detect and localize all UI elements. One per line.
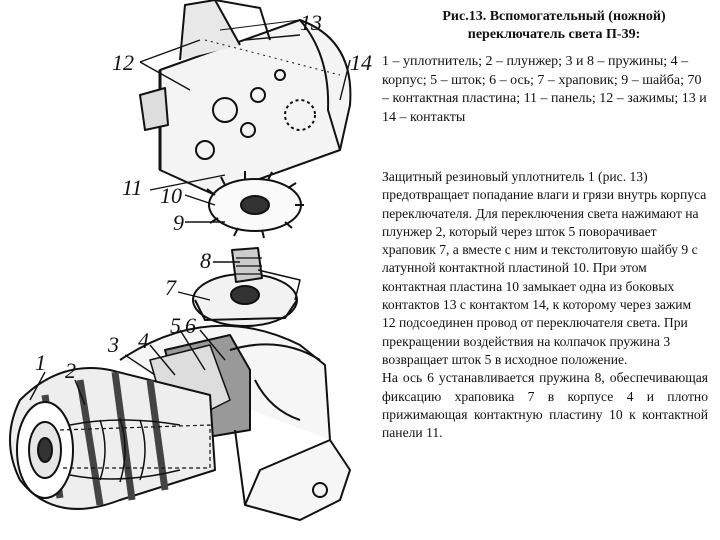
callout-2: 2	[65, 358, 76, 383]
callout-1: 1	[35, 350, 46, 375]
callout-9: 9	[173, 210, 184, 235]
figure-caption: Рис.13. Вспомогательный (ножной) переклю…	[396, 8, 712, 44]
contact-panel-drawing	[139, 0, 352, 196]
callout-8: 8	[200, 248, 211, 273]
plunger-drawing	[9, 367, 216, 510]
callout-7: 7	[165, 275, 177, 300]
callout-14: 14	[350, 50, 372, 75]
ratchet-drawing	[192, 247, 301, 327]
callout-12: 12	[112, 50, 134, 75]
paragraph-2: На ось 6 устанавливается пружина 8, обес…	[382, 370, 708, 441]
technical-drawing: 13 12 14 11 10 9 8 7 5 6 3 4 1 2	[9, 0, 372, 521]
callout-4: 4	[138, 328, 149, 353]
leader-lines	[29, 34, 351, 406]
callout-11: 11	[122, 175, 142, 200]
figure-legend: 1 – уплотнитель; 2 – плунжер; 3 и 8 – пр…	[382, 54, 707, 125]
body-text: Защитный резиновый уплотнитель 1 (рис. 1…	[382, 168, 708, 442]
callout-13: 13	[300, 10, 322, 35]
callout-5: 5	[170, 313, 181, 338]
callout-10: 10	[160, 183, 182, 208]
caption-line-1: Рис.13. Вспомогательный (ножной)	[442, 9, 666, 24]
callout-6: 6	[185, 313, 196, 338]
paragraph-1: Защитный резиновый уплотнитель 1 (рис. 1…	[382, 169, 707, 367]
contact-plate-drawing	[206, 171, 304, 239]
callout-3: 3	[107, 332, 119, 357]
caption-line-2: переключатель света П-39:	[467, 27, 641, 42]
